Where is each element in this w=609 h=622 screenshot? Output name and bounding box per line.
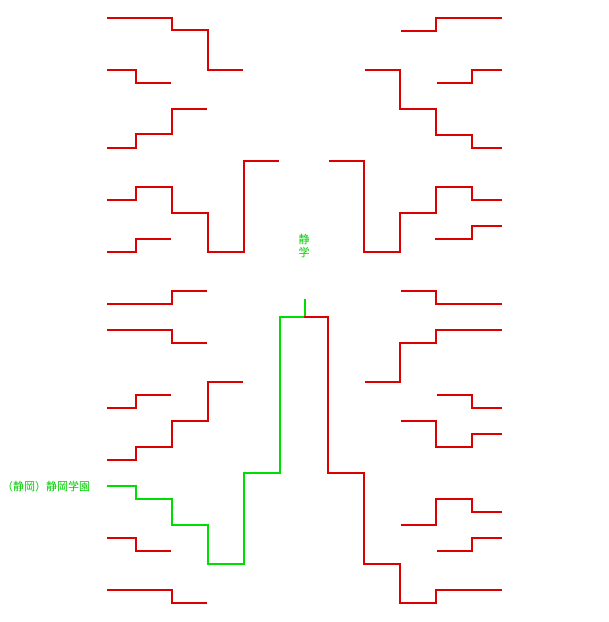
champion-char-1: 静: [298, 233, 310, 246]
bracket-line: [329, 160, 502, 253]
bracket-line: [437, 537, 502, 552]
bracket-line: [107, 238, 171, 253]
team-label: （静岡）静岡学園: [2, 480, 90, 493]
bracket-line: [107, 108, 207, 149]
bracket-line: [435, 225, 502, 240]
bracket-line: [401, 17, 502, 32]
bracket-line: [107, 69, 171, 84]
champion-char-2: 学: [298, 246, 310, 259]
bracket-line: [107, 394, 171, 409]
bracket-line: [401, 290, 502, 305]
bracket-line: [401, 498, 502, 526]
bracket-line: [401, 420, 502, 448]
bracket-line: [365, 329, 502, 383]
bracket-line: [107, 160, 279, 253]
bracket-line: [107, 589, 207, 604]
left-bracket: [107, 17, 306, 604]
champion-label: 静 学: [291, 233, 317, 259]
bracket-line: [365, 69, 502, 149]
bracket-line: [304, 316, 502, 604]
bracket-line: [437, 69, 502, 84]
winner-path: [107, 299, 306, 565]
bracket-line: [107, 329, 207, 344]
bracket-line: [107, 381, 243, 461]
bracket-line: [437, 394, 502, 409]
bracket-line: [107, 537, 171, 552]
bracket-line: [107, 17, 243, 71]
bracket-line: [107, 290, 207, 305]
right-bracket: [304, 17, 502, 604]
